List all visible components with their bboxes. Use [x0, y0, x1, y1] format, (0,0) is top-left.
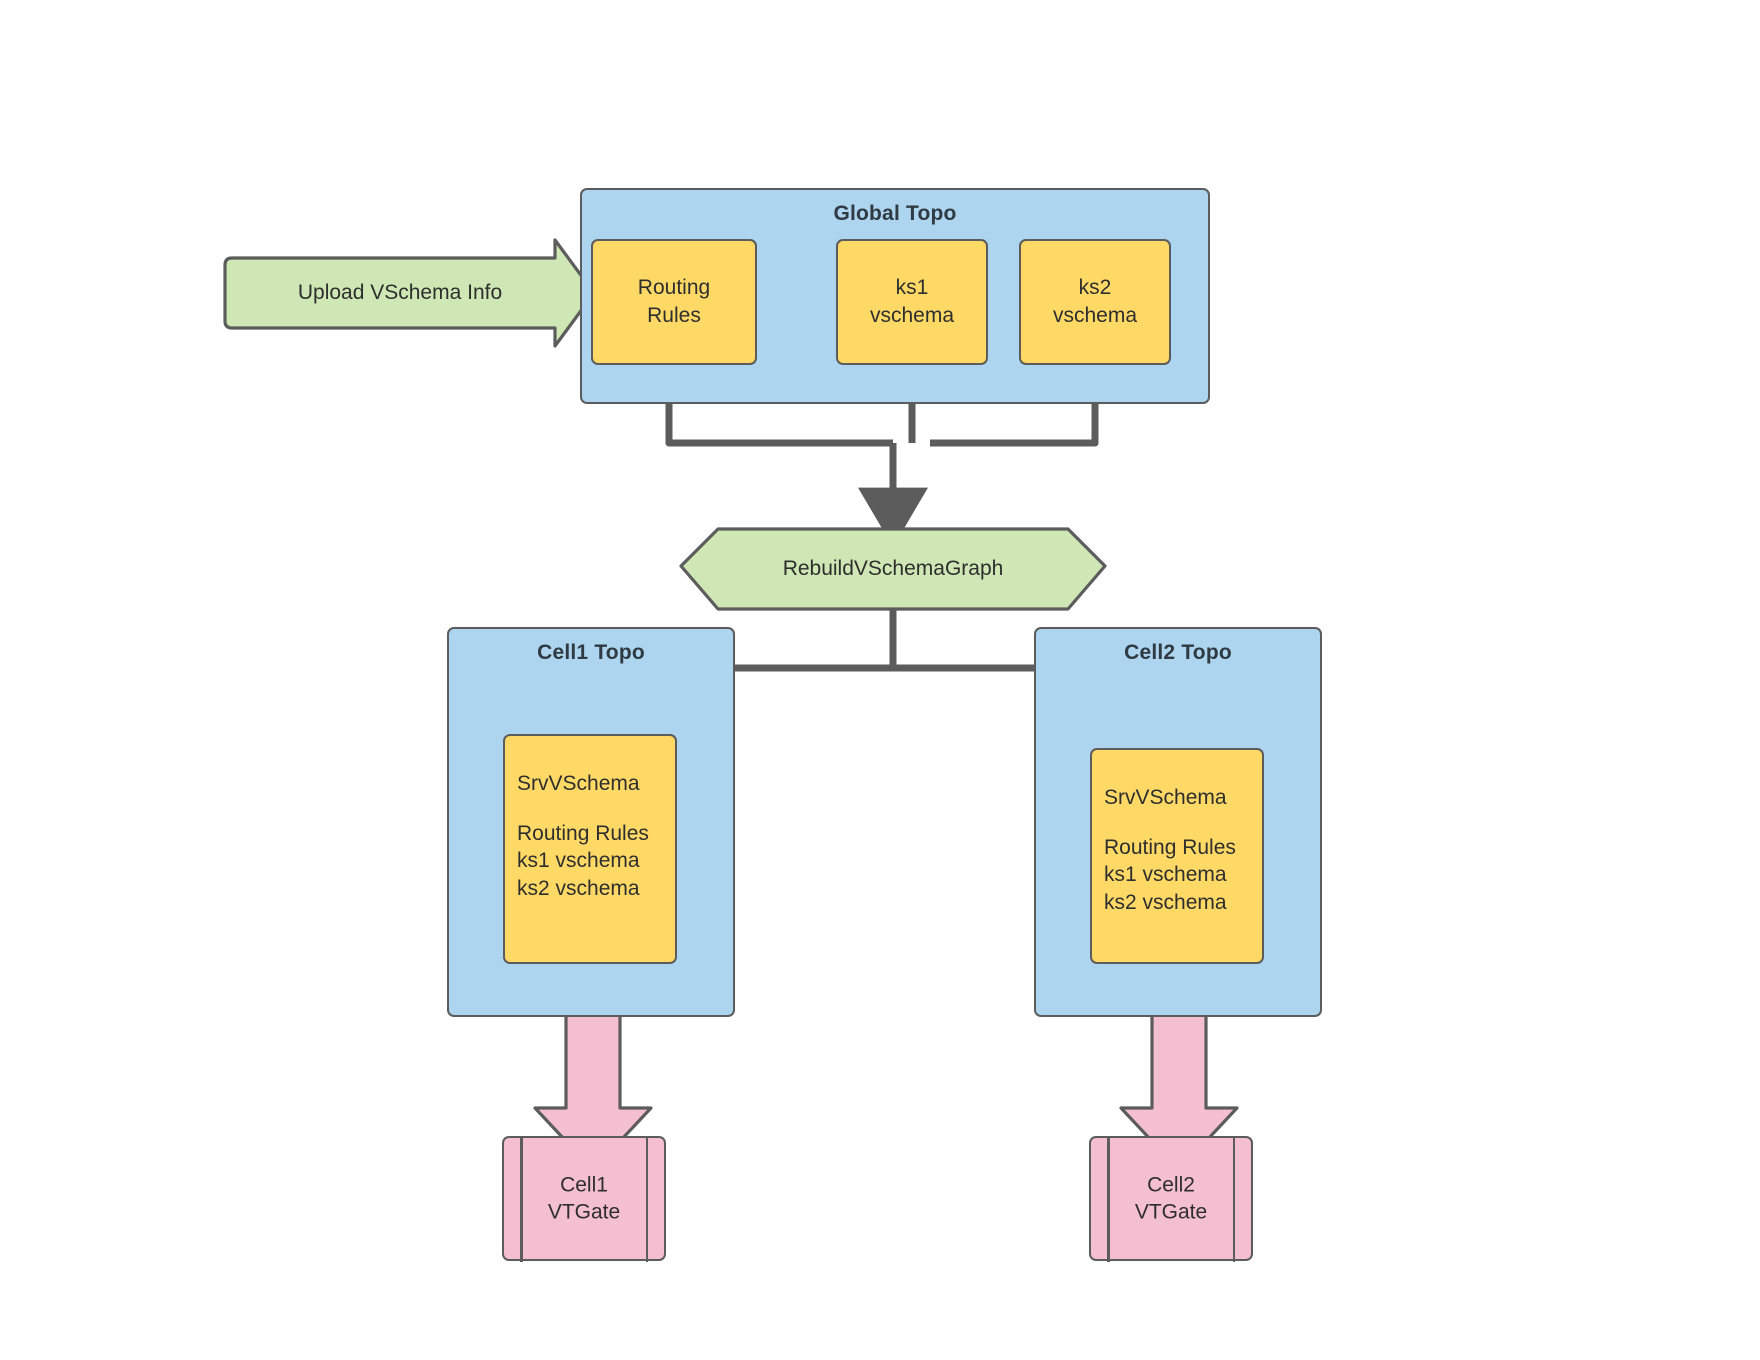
global-topo-node-ks1-vschema[interactable]: ks1 vschema	[836, 239, 988, 365]
cell2-srvvschema-items: Routing Rules ks1 vschema ks2 vschema	[1104, 835, 1236, 915]
cell2-vtgate-label: Cell2 VTGate	[1134, 1172, 1208, 1224]
ks1-vschema-label: ks1 vschema	[869, 276, 955, 327]
upload-vschema-info-arrow[interactable]: Upload VSchema Info	[225, 258, 575, 328]
rebuild-vschema-graph-shape	[679, 527, 1107, 611]
routing-rules-label: Routing Rules	[637, 276, 711, 327]
cell1-vtgate-box[interactable]: Cell1 VTGate	[502, 1135, 666, 1262]
cell2-vtgate-left-bar	[1107, 1135, 1110, 1262]
rebuild-vschema-graph-label: RebuildVSchemaGraph	[782, 557, 1004, 580]
global-topo-node-ks2-vschema[interactable]: ks2 vschema	[1019, 239, 1171, 365]
cell1-srvvschema-box[interactable]: SrvVSchema Routing Rules ks1 vschema ks2…	[503, 734, 677, 964]
cell2-vtgate-right-bar	[1232, 1135, 1235, 1262]
cell1-vtgate-label: Cell1 VTGate	[547, 1172, 621, 1224]
cell2-srvvschema-box[interactable]: SrvVSchema Routing Rules ks1 vschema ks2…	[1090, 748, 1264, 964]
cell1-vtgate-right-bar	[645, 1135, 648, 1262]
upload-vschema-info-label: Upload VSchema Info	[297, 281, 503, 304]
cell1-vtgate-left-bar	[520, 1135, 523, 1262]
global-topo-node-routing-rules[interactable]: Routing Rules	[591, 239, 757, 365]
cell1-srvvschema-items: Routing Rules ks1 vschema ks2 vschema	[517, 821, 649, 901]
ks2-vschema-label: ks2 vschema	[1052, 276, 1138, 327]
upload-vschema-arrow-shape	[223, 238, 596, 348]
rebuild-vschema-graph-node[interactable]: RebuildVSchemaGraph	[681, 529, 1105, 609]
cell2-topo-title: Cell2 Topo	[1124, 641, 1232, 664]
global-topo-title: Global Topo	[833, 202, 957, 225]
cell2-vtgate-box[interactable]: Cell2 VTGate	[1089, 1135, 1253, 1262]
cell2-srvvschema-heading: SrvVSchema	[1104, 786, 1227, 809]
cell1-srvvschema-heading: SrvVSchema	[517, 772, 640, 795]
cell1-topo-title: Cell1 Topo	[537, 641, 645, 664]
